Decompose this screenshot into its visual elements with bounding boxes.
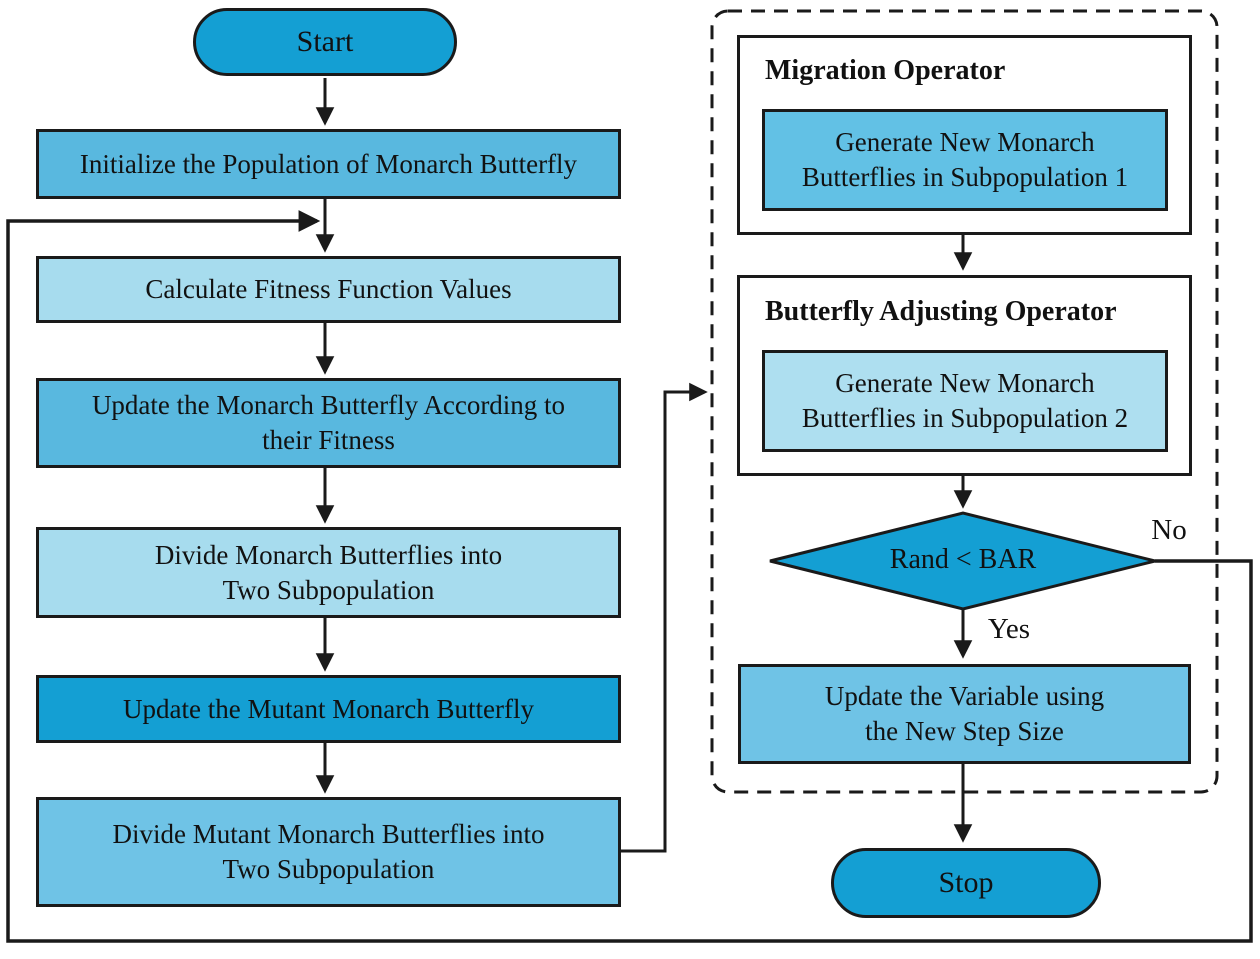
migration-operator-title: Migration Operator	[765, 55, 1006, 86]
process-divide-mutant-monarch: Divide Mutant Monarch Butterflies into T…	[36, 797, 621, 907]
process-update-variable-step-size: Update the Variable using the New Step S…	[738, 664, 1191, 764]
decision-yes-branch-label: Yes	[987, 613, 1031, 645]
process-generate-subpopulation-2: Generate New Monarch Butterflies in Subp…	[762, 350, 1168, 452]
process-calculate-fitness: Calculate Fitness Function Values	[36, 256, 621, 323]
butterfly-adjusting-operator-title: Butterfly Adjusting Operator	[765, 296, 1117, 327]
decision-diamond	[769, 511, 1156, 611]
decision-label: Rand < BAR	[889, 544, 1037, 575]
stop-terminator: Stop	[831, 848, 1101, 918]
process-initialize-population: Initialize the Population of Monarch But…	[36, 129, 621, 199]
process-update-mutant-monarch: Update the Mutant Monarch Butterfly	[36, 675, 621, 743]
process-generate-subpopulation-1: Generate New Monarch Butterflies in Subp…	[762, 109, 1168, 211]
process-divide-monarch-butterflies: Divide Monarch Butterflies into Two Subp…	[36, 527, 621, 618]
decision-no-branch-label: No	[1151, 514, 1187, 546]
connector-divide-mutant-to-operators	[621, 382, 708, 853]
no-feedback-loop-connector	[6, 210, 1253, 943]
start-terminator: Start	[193, 8, 457, 76]
process-update-monarch-butterfly: Update the Monarch Butterfly According t…	[36, 378, 621, 468]
